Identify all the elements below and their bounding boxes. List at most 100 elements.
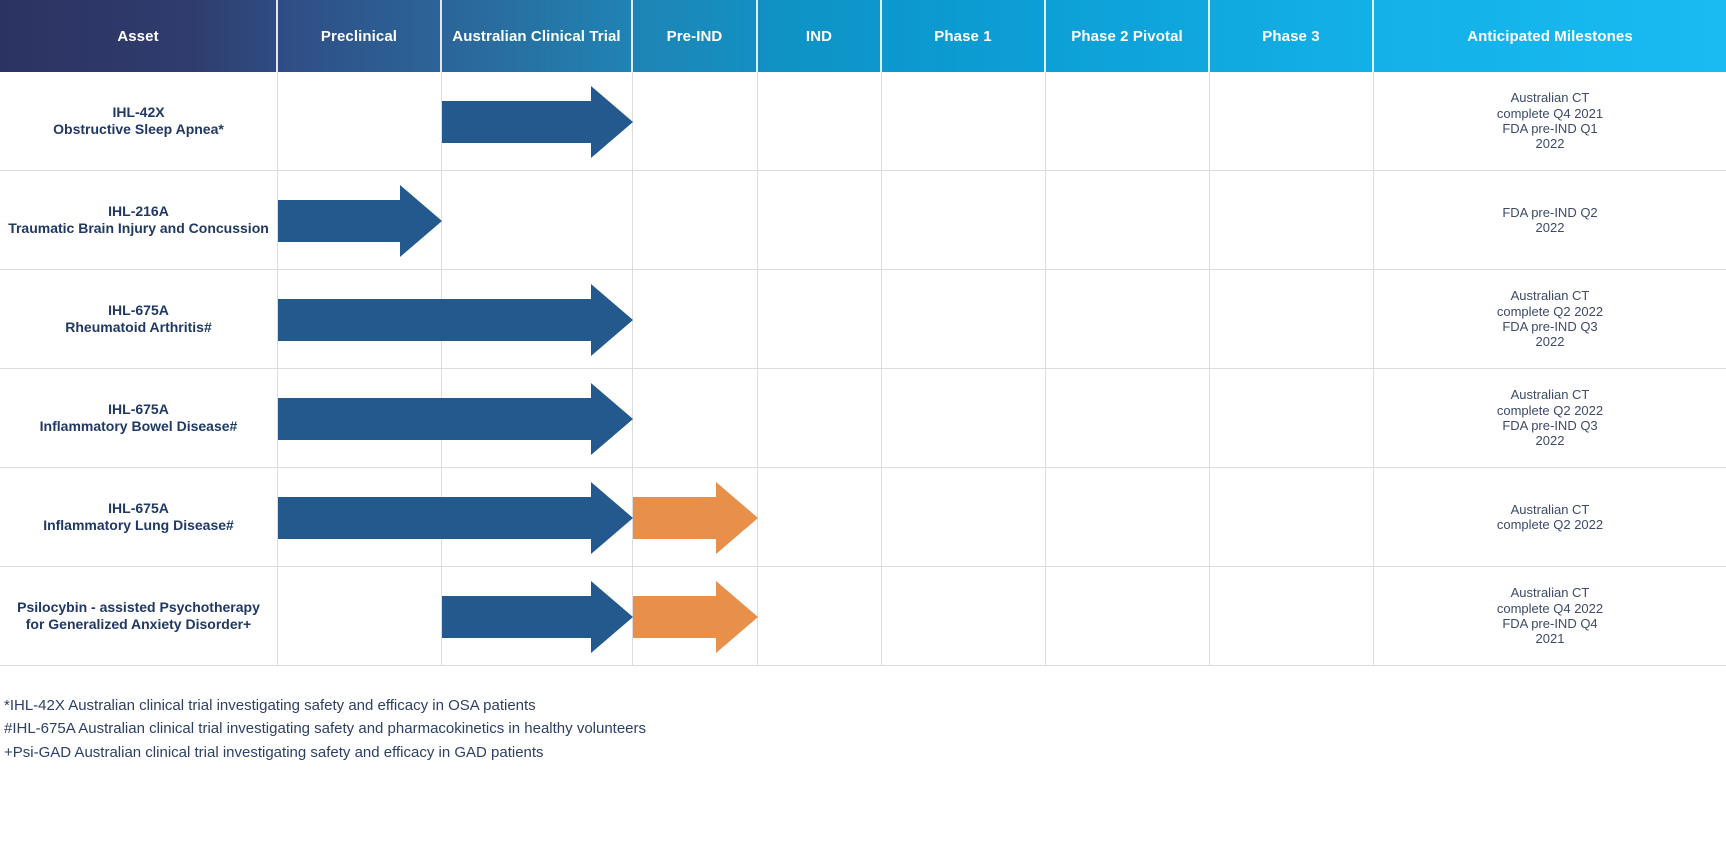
pipeline-body: IHL-42X Obstructive Sleep Apnea* Austral… bbox=[0, 72, 1726, 666]
table-row: IHL-216A Traumatic Brain Injury and Conc… bbox=[0, 171, 1726, 270]
footnote-plus: +Psi-GAD Australian clinical trial inves… bbox=[4, 743, 544, 761]
milestone-cell: Australian CT complete Q2 2022 FDA pre-I… bbox=[1374, 270, 1726, 368]
milestone-line: FDA pre-IND Q3 bbox=[1502, 319, 1598, 334]
milestone-line: 2022 bbox=[1535, 334, 1565, 350]
stage-cell-pre-ind bbox=[633, 72, 758, 170]
stage-cell-phase-3 bbox=[1210, 567, 1374, 665]
stage-cell-ind bbox=[758, 171, 882, 269]
stage-cell-aus-ct bbox=[442, 171, 633, 269]
stage-cell-phase-1 bbox=[882, 270, 1046, 368]
stage-cell-phase-2 bbox=[1046, 567, 1210, 665]
milestone-cell: Australian CT complete Q4 2021 FDA pre-I… bbox=[1374, 72, 1726, 170]
table-row: Psilocybin - assisted Psychotherapy for … bbox=[0, 567, 1726, 666]
table-row: IHL-675A Rheumatoid Arthritis# Australia… bbox=[0, 270, 1726, 369]
stage-cell-ind bbox=[758, 369, 882, 467]
milestone-line: Australian CT bbox=[1510, 387, 1590, 403]
pipeline-chart: Asset Preclinical Australian Clinical Tr… bbox=[0, 0, 1726, 764]
column-header-pre-ind: Pre-IND bbox=[633, 0, 758, 72]
stage-cell-phase-2 bbox=[1046, 270, 1210, 368]
stage-cell-pre-ind bbox=[633, 171, 758, 269]
table-row: IHL-675A Inflammatory Bowel Disease# Aus… bbox=[0, 369, 1726, 468]
stage-cell-phase-3 bbox=[1210, 270, 1374, 368]
asset-code: IHL-675A bbox=[108, 499, 169, 516]
stage-cell-pre-ind bbox=[633, 567, 758, 665]
asset-code: Psilocybin - assisted Psychotherapy bbox=[17, 598, 260, 615]
footnote-hash: #IHL-675A Australian clinical trial inve… bbox=[4, 720, 647, 738]
milestone-cell: FDA pre-IND Q2 2022 bbox=[1374, 171, 1726, 269]
column-header-phase-3: Phase 3 bbox=[1210, 0, 1374, 72]
milestone-line: Australian CT bbox=[1510, 288, 1590, 304]
stage-cell-phase-1 bbox=[882, 369, 1046, 467]
asset-indication: Inflammatory Bowel Disease# bbox=[39, 418, 238, 434]
milestone-line: Australian CT bbox=[1510, 90, 1590, 106]
stage-cell-aus-ct bbox=[442, 567, 633, 665]
asset-cell: Psilocybin - assisted Psychotherapy for … bbox=[0, 567, 278, 665]
stage-cell-phase-2 bbox=[1046, 468, 1210, 566]
milestone-line: 2021 bbox=[1535, 631, 1565, 647]
milestone-line: complete Q2 2022 bbox=[1496, 402, 1604, 418]
milestone-line: complete Q4 2021 bbox=[1496, 105, 1604, 121]
stage-cell-phase-1 bbox=[882, 468, 1046, 566]
footnote-asterisk: *IHL-42X Australian clinical trial inves… bbox=[4, 697, 536, 714]
milestone-line: Australian CT bbox=[1510, 585, 1590, 601]
milestone-line: FDA pre-IND Q3 bbox=[1502, 418, 1598, 433]
stage-cell-phase-2 bbox=[1046, 369, 1210, 467]
milestone-cell: Australian CT complete Q2 2022 FDA pre-I… bbox=[1374, 369, 1726, 467]
asset-code: IHL-42X bbox=[112, 103, 165, 120]
stage-cell-phase-3 bbox=[1210, 72, 1374, 170]
stage-cell-aus-ct bbox=[442, 270, 633, 368]
stage-cell-aus-ct bbox=[442, 369, 633, 467]
stage-cell-phase-1 bbox=[882, 72, 1046, 170]
stage-cell-aus-ct bbox=[442, 72, 633, 170]
asset-cell: IHL-675A Rheumatoid Arthritis# bbox=[0, 270, 278, 368]
stage-cell-aus-ct bbox=[442, 468, 633, 566]
stage-cell-phase-1 bbox=[882, 171, 1046, 269]
asset-indication: Traumatic Brain Injury and Concussion bbox=[8, 220, 269, 236]
milestone-cell: Australian CT complete Q4 2022 FDA pre-I… bbox=[1374, 567, 1726, 665]
asset-code: IHL-216A bbox=[108, 202, 169, 219]
milestone-line: 2022 bbox=[1535, 220, 1565, 235]
column-header-preclinical: Preclinical bbox=[278, 0, 442, 72]
milestone-line: complete Q2 2022 bbox=[1496, 517, 1604, 532]
column-header-ind: IND bbox=[758, 0, 882, 72]
milestone-line: FDA pre-IND Q1 bbox=[1502, 121, 1598, 136]
stage-cell-ind bbox=[758, 72, 882, 170]
stage-cell-preclinical bbox=[278, 468, 442, 566]
asset-cell: IHL-675A Inflammatory Bowel Disease# bbox=[0, 369, 278, 467]
stage-cell-preclinical bbox=[278, 270, 442, 368]
asset-indication: Inflammatory Lung Disease# bbox=[43, 517, 234, 533]
asset-cell: IHL-675A Inflammatory Lung Disease# bbox=[0, 468, 278, 566]
milestone-line: 2022 bbox=[1535, 433, 1565, 449]
stage-cell-ind bbox=[758, 567, 882, 665]
table-row: IHL-675A Inflammatory Lung Disease# Aust… bbox=[0, 468, 1726, 567]
stage-cell-pre-ind bbox=[633, 468, 758, 566]
stage-cell-phase-2 bbox=[1046, 171, 1210, 269]
stage-cell-ind bbox=[758, 270, 882, 368]
stage-cell-ind bbox=[758, 468, 882, 566]
table-row: IHL-42X Obstructive Sleep Apnea* Austral… bbox=[0, 72, 1726, 171]
stage-cell-pre-ind bbox=[633, 369, 758, 467]
column-header-anticipated-milestones: Anticipated Milestones bbox=[1467, 27, 1633, 45]
milestone-line: complete Q4 2022 bbox=[1496, 600, 1604, 616]
asset-indication: Obstructive Sleep Apnea* bbox=[53, 121, 224, 137]
milestone-line: FDA pre-IND Q4 bbox=[1502, 616, 1598, 631]
stage-cell-phase-1 bbox=[882, 567, 1046, 665]
stage-cell-phase-3 bbox=[1210, 369, 1374, 467]
stage-cell-phase-3 bbox=[1210, 171, 1374, 269]
column-header-phase-2-pivotal: Phase 2 Pivotal bbox=[1046, 0, 1210, 72]
column-header-asset: Asset bbox=[0, 0, 278, 72]
stage-cell-preclinical bbox=[278, 171, 442, 269]
milestone-line: 2022 bbox=[1535, 136, 1565, 152]
asset-indication: Rheumatoid Arthritis# bbox=[65, 319, 212, 335]
asset-code: IHL-675A bbox=[108, 301, 169, 318]
stage-cell-phase-3 bbox=[1210, 468, 1374, 566]
stage-cell-preclinical bbox=[278, 567, 442, 665]
milestone-cell: Australian CT complete Q2 2022 bbox=[1374, 468, 1726, 566]
stage-cell-preclinical bbox=[278, 369, 442, 467]
footnotes: *IHL-42X Australian clinical trial inves… bbox=[0, 666, 1726, 764]
asset-cell: IHL-42X Obstructive Sleep Apnea* bbox=[0, 72, 278, 170]
stage-cell-phase-2 bbox=[1046, 72, 1210, 170]
milestone-line: Australian CT bbox=[1510, 501, 1590, 517]
asset-cell: IHL-216A Traumatic Brain Injury and Conc… bbox=[0, 171, 278, 269]
column-header-australian-clinical-trial: Australian Clinical Trial bbox=[442, 0, 633, 72]
